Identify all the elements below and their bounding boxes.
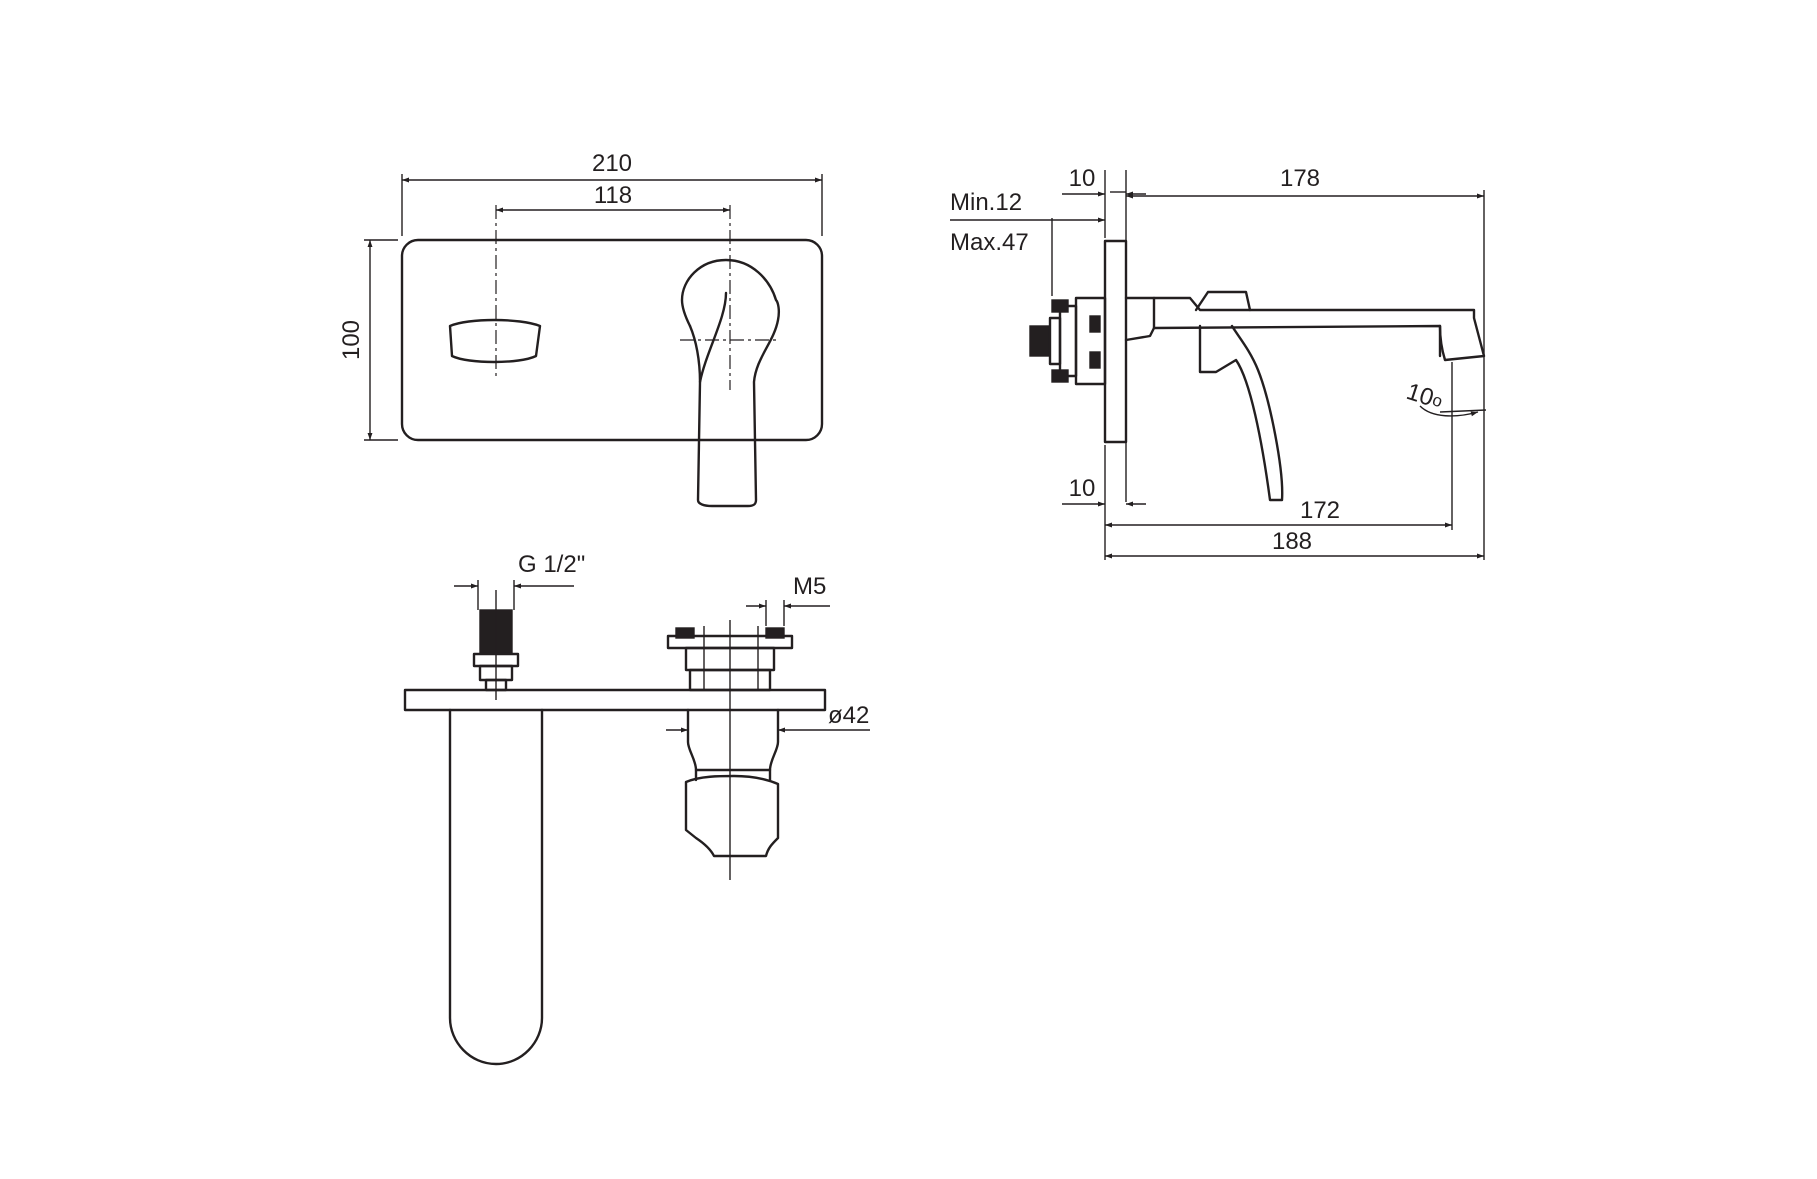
valve-nut-top [1089, 315, 1101, 333]
side-view: 10 178 Min.12 Max.47 10 o 10 172 188 [950, 165, 1487, 560]
valve-body [1074, 296, 1107, 386]
dim-label-plate-top: 10 [1069, 165, 1096, 192]
valve-nut-bottom [1089, 351, 1101, 369]
valve-screw-right [765, 627, 785, 639]
side-lever-handle [1198, 324, 1284, 502]
dim-label-min: Min.12 [950, 189, 1022, 216]
dim-label-diameter: ø42 [828, 702, 869, 729]
valve-flange [1058, 304, 1078, 378]
valve-screw-top [1051, 299, 1069, 313]
side-valve-assembly [1029, 296, 1107, 386]
angle-ref-line [1439, 409, 1487, 413]
side-lever-top [1194, 290, 1252, 312]
valve-screw-bottom [1051, 369, 1069, 383]
top-lever-neck [694, 768, 772, 782]
dim-label-front-height: 100 [338, 320, 365, 360]
front-spout-outlet [448, 318, 542, 364]
front-lever-handle [680, 258, 781, 508]
dim-label-screw: M5 [793, 573, 826, 600]
top-view: G 1/2" M5 ø42 [403, 551, 870, 1066]
valve-ring [1048, 316, 1062, 366]
dim-label-side-overall: 188 [1272, 528, 1312, 555]
front-cover-plate [400, 238, 824, 442]
valve-screw-left [675, 627, 695, 639]
top-wall-plate [403, 688, 827, 712]
dim-label-angle-group: 10 o [1403, 378, 1445, 412]
top-valve-body [686, 708, 780, 772]
valve-core [1029, 325, 1051, 357]
dim-label-plate-bottom: 10 [1069, 475, 1096, 502]
top-lever-handle [684, 774, 780, 858]
side-wall-plate [1103, 239, 1128, 444]
dim-label-thread: G 1/2" [518, 551, 585, 578]
front-lever-outline [688, 324, 702, 384]
dim-label-side-projection: 178 [1280, 165, 1320, 192]
dim-label-front-spacing: 118 [594, 182, 632, 209]
dim-label-max: Max.47 [950, 229, 1029, 256]
dim-label-front-width: 210 [592, 150, 632, 177]
front-view: 210 118 100 [338, 150, 824, 508]
side-spout [1124, 296, 1486, 362]
dim-label-side-spout: 172 [1300, 497, 1340, 524]
top-spout [448, 708, 544, 1066]
dim-arc-angle [1419, 405, 1479, 417]
